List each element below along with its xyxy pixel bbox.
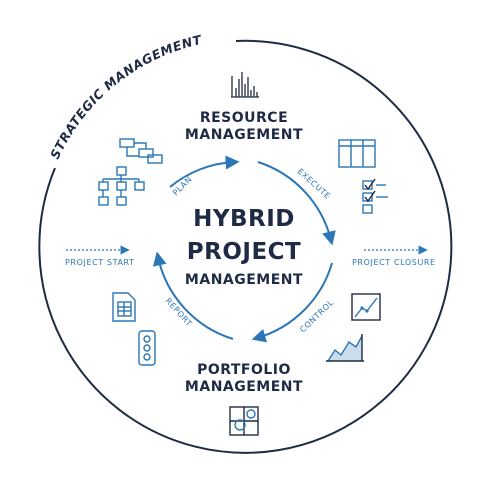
center-line-1: HYBRID: [193, 206, 295, 232]
org-chart-icon: [98, 166, 145, 206]
execute-label: EXECUTE: [296, 167, 333, 201]
spreadsheet-icon: [112, 292, 136, 322]
area-chart-icon: [326, 334, 364, 362]
center-line-2: PROJECT: [187, 239, 301, 265]
cycle-arrow-report: [152, 251, 234, 340]
portfolio-grid-icon: [229, 406, 259, 436]
cycle-arrow-plan: [169, 155, 240, 188]
flow-chart-icon: [119, 138, 163, 164]
project-start-label: PROJECT START: [65, 258, 135, 267]
portfolio-line-2: MANAGEMENT: [185, 379, 303, 395]
cycle-arrow-control: [251, 262, 333, 343]
portfolio-line-1: PORTFOLIO: [197, 362, 291, 378]
cycle-arrow-execute: [257, 161, 336, 246]
resource-line-2: MANAGEMENT: [185, 127, 303, 143]
kanban-board-icon: [338, 139, 376, 168]
project-closure-label: PROJECT CLOSURE: [352, 258, 436, 267]
strategic-management-label: STRATEGIC MANAGEMENT: [47, 32, 204, 162]
control-label: CONTROL: [298, 298, 335, 335]
checklist-icon: [362, 178, 388, 214]
resource-line-1: RESOURCE: [200, 110, 288, 126]
center-line-3: MANAGEMENT: [185, 272, 303, 288]
line-chart-icon: [351, 293, 381, 321]
bar-chart-icon: [231, 72, 259, 98]
outer-circle: [38, 39, 453, 454]
traffic-light-icon: [138, 330, 156, 366]
